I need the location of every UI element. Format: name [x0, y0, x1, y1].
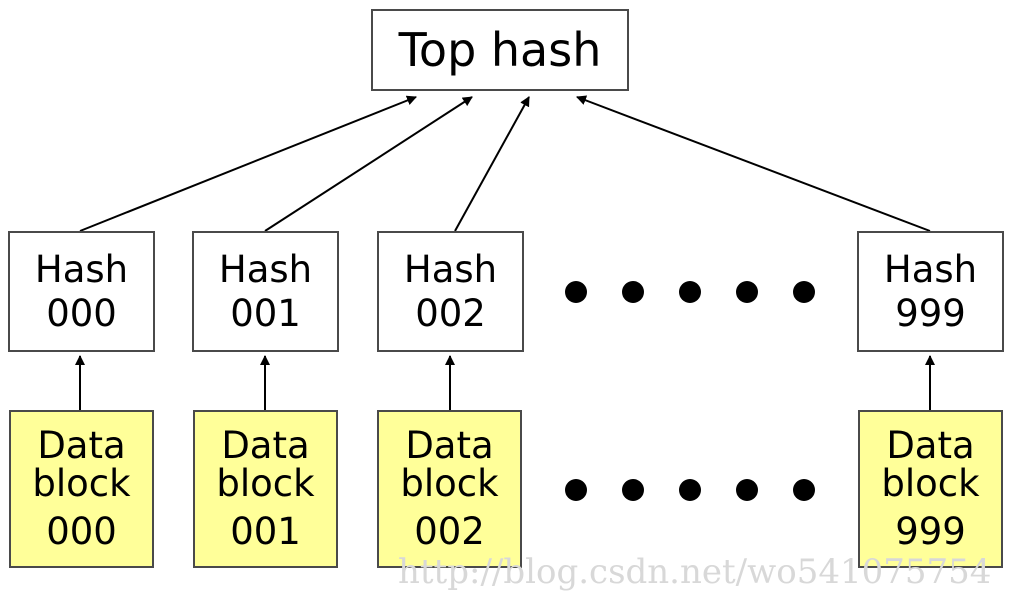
data-block-line2: block	[216, 462, 315, 505]
hash-node-label: Hash	[883, 247, 978, 291]
ellipsis-dot	[736, 479, 758, 501]
data-block-line1: Data	[37, 424, 126, 467]
top-hash-label: Top hash	[398, 23, 602, 77]
ellipsis-dot	[622, 479, 644, 501]
hash-node-002: Hash 002	[377, 231, 524, 352]
ellipsis-dot	[565, 479, 587, 501]
ellipsis-dot	[793, 281, 815, 303]
edge-hash-000-to-top	[79, 95, 417, 232]
data-block-id: 001	[230, 510, 301, 553]
hash-node-label: Hash	[34, 247, 129, 291]
ellipsis-dot	[565, 281, 587, 303]
data-block-line1: Data	[886, 424, 975, 467]
data-block-002: Data block 002	[377, 410, 522, 568]
ellipsis-dot	[679, 479, 701, 501]
data-block-line2: block	[400, 462, 499, 505]
edge-hash-001-to-top	[264, 96, 473, 232]
ellipsis-dot	[679, 281, 701, 303]
edge-hash-002-to-top	[454, 96, 530, 232]
data-block-line1: Data	[221, 424, 310, 467]
hash-node-id: 001	[230, 291, 301, 335]
hash-node-001: Hash 001	[192, 231, 339, 352]
merkle-tree-diagram	[75, 95, 935, 410]
data-block-line1: Data	[405, 424, 494, 467]
hash-node-label: Hash	[218, 247, 313, 291]
watermark-text: http://blog.csdn.net/wo541075754	[398, 552, 992, 592]
hash-node-label: Hash	[403, 247, 498, 291]
hash-node-000: Hash 000	[8, 231, 155, 352]
ellipsis-dot	[622, 281, 644, 303]
hash-node-id: 000	[46, 291, 117, 335]
data-block-id: 999	[895, 510, 966, 553]
data-block-line2: block	[32, 462, 131, 505]
hash-node-999: Hash 999	[857, 231, 1004, 352]
hash-node-id: 999	[895, 291, 966, 335]
ellipsis-dot	[736, 281, 758, 303]
edge-hash-999-to-top	[576, 95, 931, 232]
data-block-999: Data block 999	[858, 410, 1003, 568]
hash-node-id: 002	[415, 291, 486, 335]
top-hash-node: Top hash	[371, 9, 629, 91]
data-block-001: Data block 001	[193, 410, 338, 568]
data-block-id: 000	[46, 510, 117, 553]
data-block-line2: block	[881, 462, 980, 505]
data-block-id: 002	[414, 510, 485, 553]
ellipsis-dot	[793, 479, 815, 501]
data-block-000: Data block 000	[9, 410, 154, 568]
